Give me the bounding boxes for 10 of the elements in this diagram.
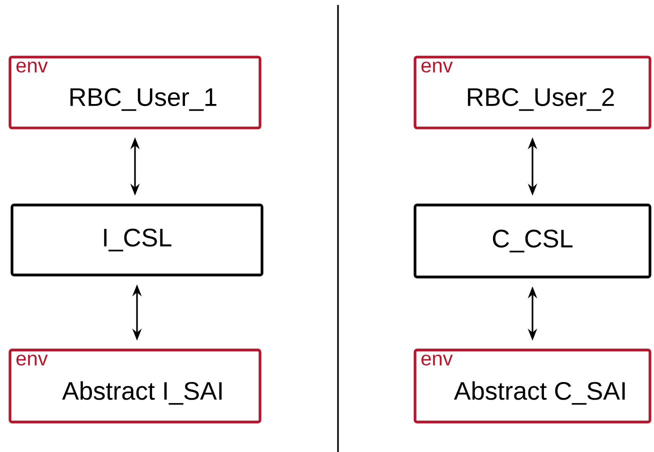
env-tag: env — [421, 354, 453, 366]
box-label: I_CSL — [104, 228, 172, 252]
box-label: RBC_User_2 — [468, 88, 614, 111]
env-tag: env — [421, 62, 453, 73]
box-label: Abstract I_SAI — [62, 381, 222, 405]
box-label: C_CSL — [492, 230, 572, 252]
box-label: Abstract C_SAI — [454, 381, 625, 405]
env-tag: env — [16, 354, 48, 366]
env-tag: env — [16, 62, 48, 73]
box-label: RBC_User_1 — [70, 88, 216, 111]
